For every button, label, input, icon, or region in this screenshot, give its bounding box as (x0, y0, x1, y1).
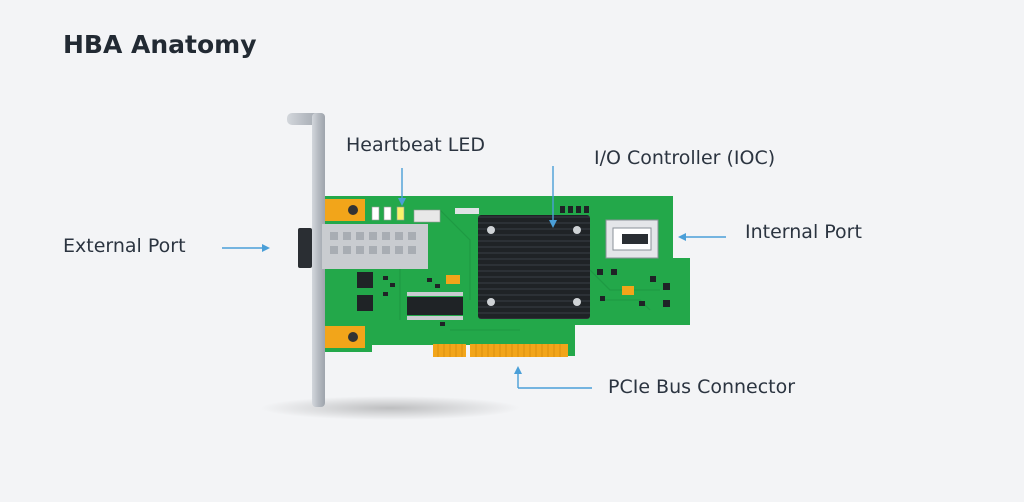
arrow-internal-port (678, 233, 726, 241)
mounting-bracket (287, 113, 325, 407)
label-pcie-connector: PCIe Bus Connector (608, 376, 796, 398)
chip-small-2 (357, 295, 373, 311)
gold-tab-bottom (325, 326, 365, 348)
ioc-heatsink (478, 215, 590, 319)
chip-small-1 (357, 272, 373, 288)
arrow-io-controller (549, 166, 557, 228)
gold-tab-top (325, 199, 365, 221)
chip-orange-2 (622, 286, 634, 295)
card-shadow (260, 396, 520, 420)
arrow-pcie-connector (514, 366, 592, 389)
chip-soic (407, 292, 463, 320)
connector-strip (455, 208, 479, 214)
label-external-port: External Port (63, 235, 186, 257)
pcie-gold-fingers (433, 344, 568, 357)
arrow-external-port (222, 244, 270, 252)
screw-hole-top (348, 205, 358, 215)
header-pins (560, 206, 589, 213)
label-io-controller: I/O Controller (IOC) (594, 147, 776, 169)
heartbeat-led-component (371, 206, 405, 221)
screw-hole-bottom (348, 332, 358, 342)
arrow-heartbeat-led (398, 168, 406, 206)
label-heartbeat-led: Heartbeat LED (346, 134, 485, 156)
page-title: HBA Anatomy (63, 30, 257, 59)
small-connector (413, 209, 441, 223)
label-internal-port: Internal Port (745, 221, 862, 243)
chip-orange (446, 275, 460, 284)
small-components (383, 269, 670, 326)
sfp-cage (298, 224, 428, 269)
internal-port-connector (605, 219, 659, 259)
